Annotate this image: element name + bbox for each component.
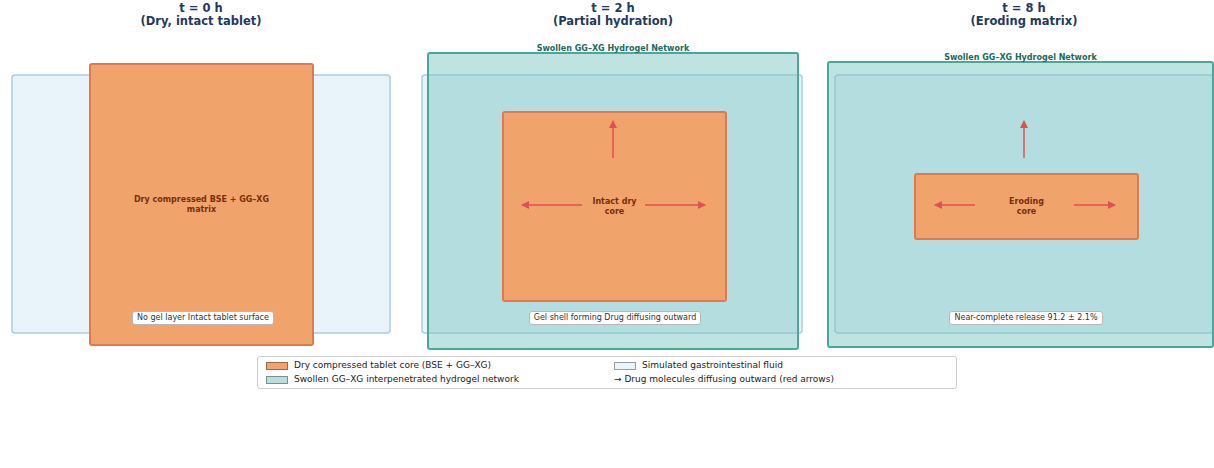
tablet-core: Dry compressed BSE + GG–XG matrix No gel … (89, 63, 314, 346)
legend-text: Dry compressed tablet core (BSE + GG–XG) (294, 360, 491, 371)
hydrogel-network: Swollen GG–XG Hydrogel NetworkEroding co… (827, 61, 1214, 348)
legend-item: Simulated gastrointestinal fluid (614, 360, 948, 371)
note-box: Near-complete release 91.2 ± 2.1% (949, 311, 1102, 325)
note-text: Near-complete release 91.2 ± 2.1% (954, 313, 1097, 323)
panel-title: (Eroding matrix) (971, 15, 1078, 28)
network-heading: Swollen GG–XG Hydrogel Network (429, 44, 797, 54)
legend: Dry compressed tablet core (BSE + GG–XG)… (257, 356, 957, 389)
legend-text: Simulated gastrointestinal fluid (642, 360, 783, 371)
core-label: Intact dry core (591, 197, 639, 216)
core-label: Eroding core (1003, 197, 1051, 216)
panel-title: t = 0 h (179, 2, 222, 15)
legend-text: Swollen GG–XG interpenetrated hydrogel n… (294, 374, 519, 385)
note-box: Gel shell forming Drug diffusing outward (529, 311, 701, 325)
panel-title: t = 8 h (1002, 2, 1045, 15)
network-heading: Swollen GG–XG Hydrogel Network (829, 53, 1212, 63)
legend-item: Swollen GG–XG interpenetrated hydrogel n… (266, 374, 600, 385)
legend-text: → Drug molecules diffusing outward (red … (614, 374, 834, 385)
note-text: No gel layer Intact tablet surface (137, 313, 269, 323)
core-label: Dry compressed BSE + GG–XG matrix (132, 195, 272, 214)
legend-swatch (614, 362, 636, 370)
panel-title: t = 2 h (591, 2, 634, 15)
legend-swatch (266, 376, 288, 384)
note-box: No gel layer Intact tablet surface (132, 311, 274, 325)
eroding-core: Eroding core (914, 173, 1139, 240)
note-text: Gel shell forming Drug diffusing outward (534, 313, 696, 323)
panel-title: (Partial hydration) (553, 15, 673, 28)
eroding-core: Intact dry core (502, 111, 727, 302)
legend-item: Dry compressed tablet core (BSE + GG–XG) (266, 360, 600, 371)
panel-title: (Dry, intact tablet) (140, 15, 261, 28)
legend-item: → Drug molecules diffusing outward (red … (614, 374, 948, 385)
hydrogel-network: Swollen GG–XG Hydrogel NetworkIntact dry… (427, 52, 799, 350)
legend-swatch (266, 362, 288, 370)
